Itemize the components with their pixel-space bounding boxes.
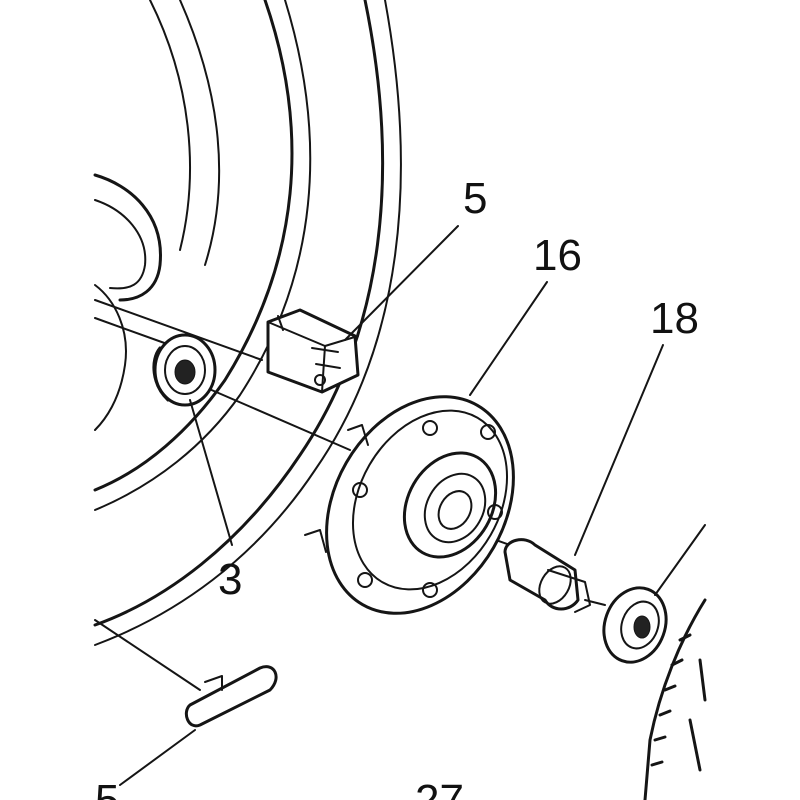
leader-5-lower-a <box>94 619 201 691</box>
callout-3: 3 <box>218 555 242 604</box>
leader-5-lower-b <box>119 729 196 786</box>
collar-part-18 <box>503 538 591 613</box>
leader-5 <box>344 225 459 341</box>
leader-18 <box>574 344 664 556</box>
callout-5: 5 <box>463 174 487 223</box>
bearing-part-3 <box>152 333 217 407</box>
leader-right-bearing <box>654 524 706 596</box>
sprocket-hub-part-16 <box>304 395 515 615</box>
callout-18: 18 <box>650 294 699 343</box>
wedge-part-5-lower <box>184 665 278 728</box>
leader-16 <box>469 281 548 396</box>
sprocket-chain <box>643 598 707 800</box>
callout-5-lower: 5 <box>95 776 119 800</box>
leader-3 <box>189 399 233 546</box>
callout-27: 27 <box>415 776 464 800</box>
spacer-block-part-5 <box>266 308 360 394</box>
callout-16: 16 <box>533 231 582 280</box>
wheel-rim <box>93 0 402 646</box>
leader-lines <box>94 225 706 786</box>
bearing-right <box>602 586 668 664</box>
